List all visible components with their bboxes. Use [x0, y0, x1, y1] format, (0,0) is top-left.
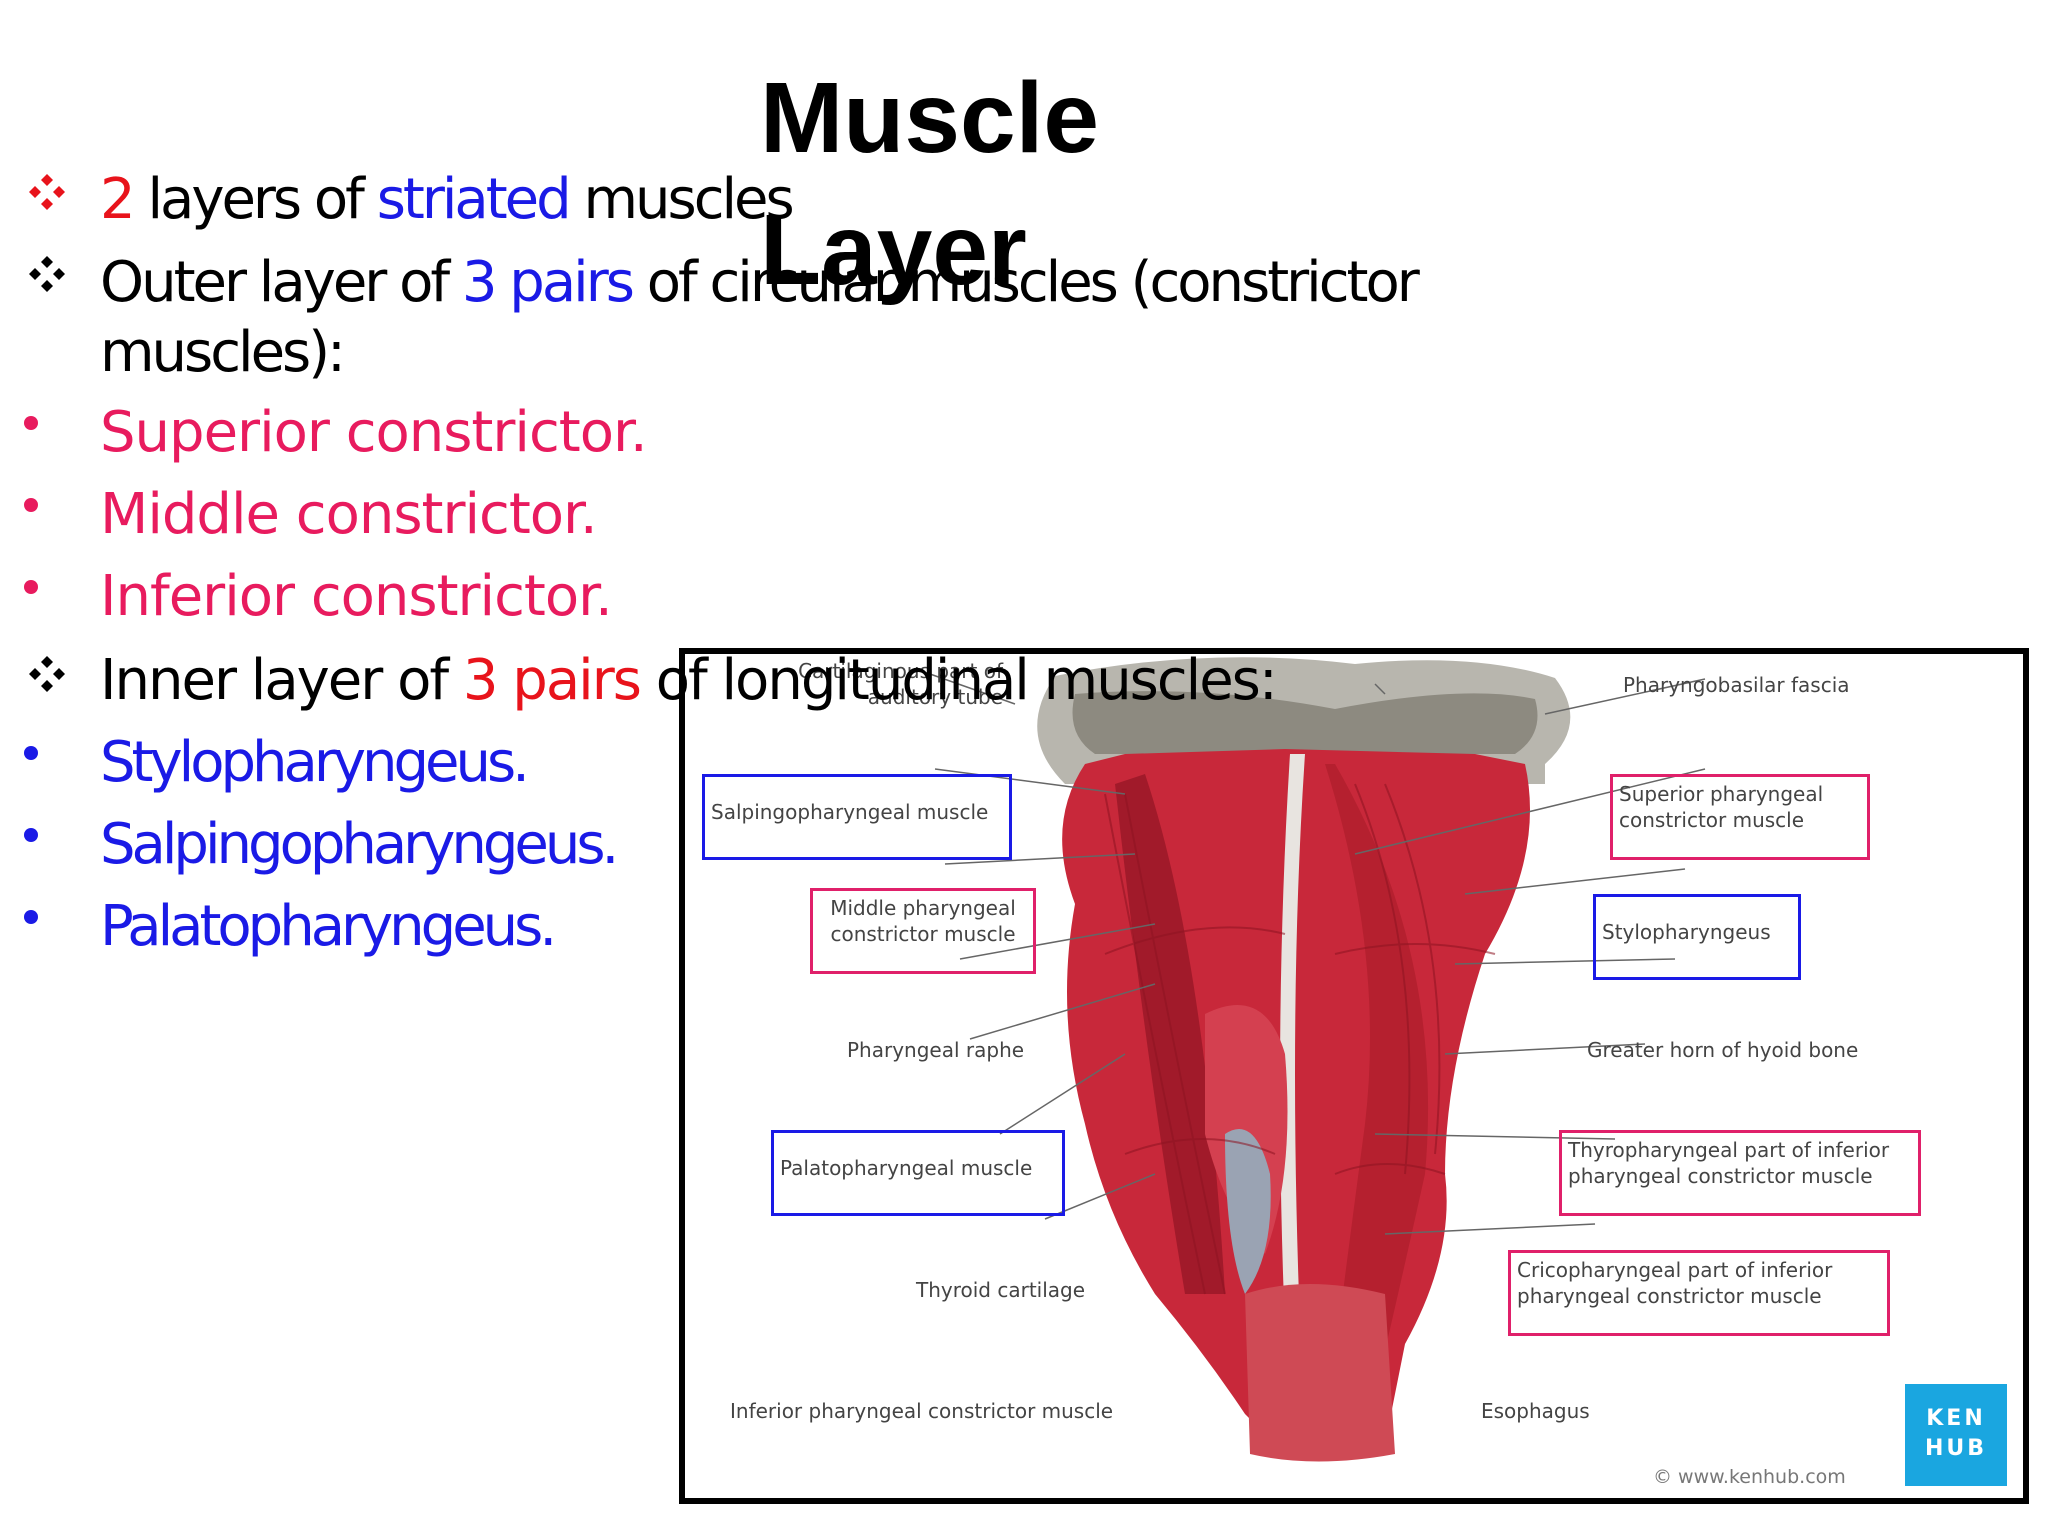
outer-item-middle: Middle constrictor.: [100, 482, 598, 547]
box-superior-pharyngeal: Superior pharyngeal constrictor muscle: [1610, 774, 1870, 860]
box-middle-pharyngeal: Middle pharyngeal constrictor muscle: [810, 888, 1036, 974]
dot-bullet-icon: [24, 580, 38, 594]
slide-title: Muscle Layer: [760, 52, 1180, 316]
inner-item-salpingopharyngeus: Salpingopharyngeus.: [100, 812, 619, 877]
pharynx-illustration: [929, 657, 1706, 1462]
box-thyro-l1: Thyropharyngeal part of inferior: [1568, 1138, 1890, 1162]
outer-layer-continuation: muscles):: [100, 320, 346, 385]
diamond-bullet-icon: [29, 656, 65, 692]
box-palatopharyngeal: Palatopharyngeal muscle: [771, 1130, 1065, 1216]
kenhub-logo-l2: HUB: [1924, 1436, 1988, 1461]
title-line-2: Layer: [760, 194, 1027, 306]
label-greater-horn: Greater horn of hyoid bone: [1587, 1038, 1859, 1062]
outer-item-superior: Superior constrictor.: [100, 400, 648, 465]
label-thyroid-cartilage: Thyroid cartilage: [916, 1278, 1086, 1302]
dot-bullet-icon: [24, 498, 38, 512]
dot-bullet-icon: [24, 910, 38, 924]
box-cricopharyngeal: Cricopharyngeal part of inferior pharyng…: [1508, 1250, 1890, 1336]
dot-bullet-icon: [24, 746, 38, 760]
box-stylopharyngeus: Stylopharyngeus: [1593, 894, 1801, 980]
box-middle-l2: constrictor muscle: [830, 922, 1016, 946]
outer-layer-text: Outer layer of: [100, 250, 462, 315]
inner-layer-text: Inner layer of: [100, 648, 463, 713]
outer-layer-rest: of circular muscles (constrictor: [631, 250, 1420, 315]
inner-pairs: 3 pairs: [462, 648, 642, 713]
diamond-bullet-icon: [29, 174, 65, 210]
box-thyropharyngeal: Thyropharyngeal part of inferior pharyng…: [1559, 1130, 1921, 1216]
label-cartilaginous: Cartilaginous part of auditory tube: [765, 658, 1003, 710]
label-pharyngobasilar: Pharyngobasilar fascia: [1623, 673, 1850, 697]
bullet-list: 2 layers of striated muscles Outer layer…: [0, 0, 1420, 1000]
diamond-bullet-icon: [29, 256, 65, 292]
inner-layer-rest: of longitudinal muscles:: [639, 648, 1278, 713]
pharynx-muscles-figure: Cartilaginous part of auditory tube Phar…: [679, 648, 2029, 1504]
box-crico-l2: pharyngeal constrictor muscle: [1517, 1284, 1822, 1308]
label-inferior-pharyngeal: Inferior pharyngeal constrictor muscle: [730, 1399, 1114, 1423]
box-superior-l1: Superior pharyngeal: [1619, 782, 1824, 806]
label-pharyngeal-raphe: Pharyngeal raphe: [847, 1038, 1025, 1062]
layers-text: layers of: [132, 167, 377, 232]
label-cartilaginous-l1: Cartilaginous part of: [798, 659, 1003, 683]
kenhub-logo: KEN HUB: [1905, 1384, 2007, 1486]
outer-item-inferior: Inferior constrictor.: [100, 564, 613, 629]
bullet-outer-layer: Outer layer of 3 pairs of circular muscl…: [100, 248, 1420, 318]
box-superior-l2: constrictor muscle: [1619, 808, 1805, 832]
box-thyro-l2: pharyngeal constrictor muscle: [1568, 1164, 1873, 1188]
kenhub-logo-l1: KEN: [1926, 1406, 1986, 1431]
box-crico-l1: Cricopharyngeal part of inferior: [1517, 1258, 1833, 1282]
label-esophagus: Esophagus: [1481, 1399, 1590, 1423]
copyright-text: © www.kenhub.com: [1653, 1466, 1846, 1488]
inner-item-stylopharyngeus: Stylopharyngeus.: [100, 730, 530, 795]
label-cartilaginous-l2: auditory tube: [867, 685, 1003, 709]
inner-item-palatopharyngeus: Palatopharyngeus.: [100, 894, 557, 959]
title-line-1: Muscle: [760, 62, 1100, 174]
box-salpingopharyngeal: Salpingopharyngeal muscle: [702, 774, 1012, 860]
outer-pairs: 3 pairs: [461, 250, 635, 315]
dot-bullet-icon: [24, 416, 38, 430]
box-middle-l1: Middle pharyngeal: [830, 896, 1016, 920]
bullet-inner-layer: Inner layer of 3 pairs of longitudinal m…: [100, 646, 1278, 716]
muscles-text: muscles: [568, 167, 794, 232]
striated-word: striated: [376, 167, 572, 232]
dot-bullet-icon: [24, 828, 38, 842]
layers-count: 2: [100, 167, 136, 232]
bullet-layers: 2 layers of striated muscles: [100, 165, 795, 235]
